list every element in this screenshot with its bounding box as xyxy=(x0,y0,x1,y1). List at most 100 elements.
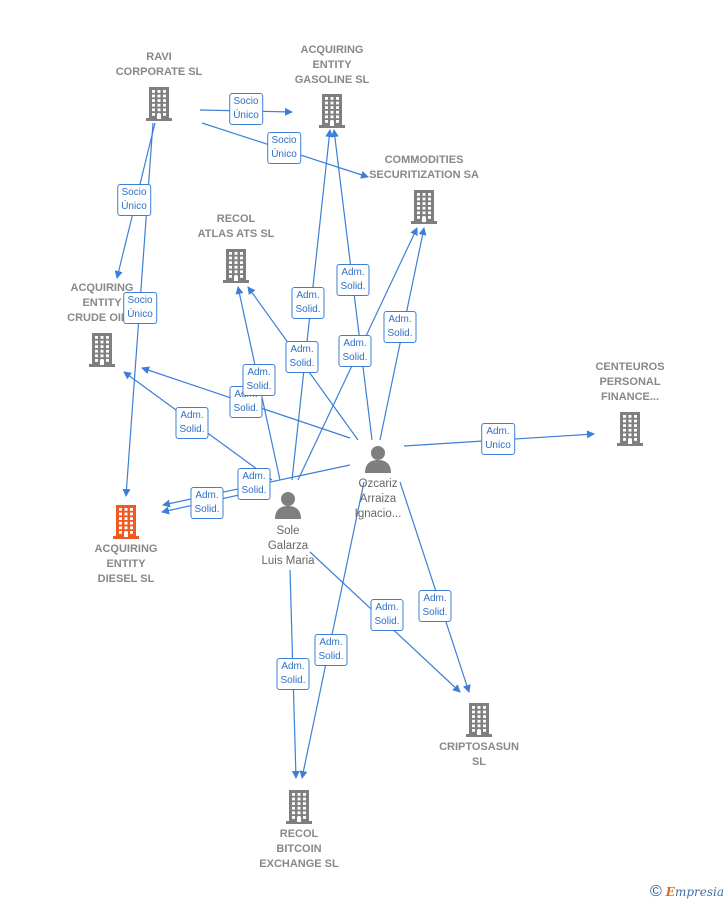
building-icon[interactable] xyxy=(317,92,347,133)
node-label-bitcoin[interactable]: RECOL BITCOIN EXCHANGE SL xyxy=(224,827,374,872)
edge-label-line: Solid. xyxy=(194,504,220,515)
edge-label-line: Adm. xyxy=(195,490,219,501)
brand-logo[interactable]: Empresia xyxy=(666,885,724,899)
edge-label-line: Solid. xyxy=(295,304,321,315)
edge-label-line: Adm. xyxy=(388,314,412,325)
edge-label-line: Solid. xyxy=(374,616,400,627)
edge-label-sole-to-commodities[interactable]: Adm.Solid. xyxy=(338,335,372,367)
edge-label-line: Único xyxy=(271,149,297,160)
edge-label-ozcariz-to-recol_atlas[interactable]: Adm.Solid. xyxy=(285,341,319,373)
copyright-symbol: © xyxy=(649,883,662,900)
building-icon[interactable] xyxy=(87,331,117,372)
building-icon[interactable] xyxy=(111,503,141,544)
node-label-line: ACQUIRING xyxy=(300,44,364,56)
building-icon[interactable] xyxy=(615,410,645,451)
node-label-line: Arraiza xyxy=(359,493,397,505)
edge-label-line: Adm. xyxy=(281,661,305,672)
person-icon[interactable] xyxy=(363,444,393,479)
footer: © Empresia xyxy=(650,883,724,901)
building-icon[interactable] xyxy=(284,788,314,829)
edge-label-line: Solid. xyxy=(422,607,448,618)
edge-label-line: Solid. xyxy=(179,424,205,435)
brand-initial: E xyxy=(665,885,675,899)
edge-label-sole-to-cripto[interactable]: Adm. Solid. xyxy=(370,599,404,631)
node-label-line: CENTEUROS xyxy=(595,361,665,373)
edge-label-sole-to-bitcoin[interactable]: Adm.Solid. xyxy=(276,658,310,690)
node-label-line: FINANCE... xyxy=(600,391,660,403)
node-label-line: CRIPTOSASUN xyxy=(439,741,519,753)
edge-label-line: Adm. xyxy=(341,267,365,278)
node-label-line: ATLAS ATS SL xyxy=(197,228,275,240)
edge-label-line: Solid. xyxy=(246,381,272,392)
building-icon[interactable] xyxy=(409,188,439,229)
edge-label-line: Adm. xyxy=(319,637,343,648)
edge-label-line: Socio xyxy=(233,96,259,107)
person-icon[interactable] xyxy=(273,490,303,525)
node-label-commodities[interactable]: COMMODITIES SECURITIZATION SA xyxy=(349,153,499,183)
edge-label-line: Socio xyxy=(121,187,147,198)
node-label-line: ENTITY xyxy=(106,558,146,570)
node-label-line: Galarza xyxy=(267,540,309,552)
edge-label-line: Único xyxy=(127,309,153,320)
edge-label-line: Adm. xyxy=(375,602,399,613)
node-label-line: ENTITY xyxy=(82,297,122,309)
edge-label-line: Solid. xyxy=(241,485,267,496)
edge-label-ozcariz-to-commodities[interactable]: Adm.Solid. xyxy=(383,311,417,343)
edge-label-line: Socio xyxy=(271,135,297,146)
node-label-line: ACQUIRING xyxy=(70,282,134,294)
edge-label-ozcariz-to-gasoline[interactable]: Adm.Solid. xyxy=(336,264,370,296)
node-label-line: SECURITIZATION SA xyxy=(369,169,479,181)
edge-label-line: Adm. xyxy=(290,344,314,355)
edge-label-line: Único xyxy=(121,201,147,212)
edge-label-ozcariz-to-cripto[interactable]: Adm. Solid. xyxy=(418,590,452,622)
node-label-line: RECOL xyxy=(279,828,319,840)
node-label-line: PERSONAL xyxy=(599,376,661,388)
edge-label-ozcariz-to-diesel[interactable]: Adm. Solid. xyxy=(190,487,224,519)
node-label-line: COMMODITIES xyxy=(384,154,464,166)
edge-label-line: Unico xyxy=(485,440,511,451)
edge-label-line: Único xyxy=(233,110,259,121)
node-label-line: ENTITY xyxy=(312,59,352,71)
edge-ozcariz-to-bitcoin xyxy=(299,481,365,779)
edge-label-ozcariz-to-bitcoin[interactable]: Adm. Solid. xyxy=(314,634,348,666)
edge-label-line: Adm. xyxy=(486,426,510,437)
building-icon[interactable] xyxy=(144,85,174,126)
node-label-line: SL xyxy=(471,756,487,768)
edge-label-line: Adm. xyxy=(180,410,204,421)
node-label-diesel[interactable]: ACQUIRING ENTITY DIESEL SL xyxy=(51,542,201,587)
node-label-line: Ignacio... xyxy=(354,508,402,520)
brand-name: mpresia xyxy=(674,885,724,899)
node-label-line: Ozcariz xyxy=(358,478,398,490)
edge-label-line: Adm. xyxy=(343,338,367,349)
edge-label-line: Adm. xyxy=(423,593,447,604)
node-label-line: EXCHANGE SL xyxy=(259,858,339,870)
edge-label-sole-to-crude[interactable]: Adm. Solid. xyxy=(175,407,209,439)
node-label-line: Sole xyxy=(276,525,300,537)
edge-label-sole-to-gasoline[interactable]: Adm. Solid. xyxy=(291,287,325,319)
node-label-centeuros[interactable]: CENTEUROS PERSONAL FINANCE... xyxy=(555,360,705,405)
edge-label-sole-to-diesel[interactable]: Adm.Solid. xyxy=(237,468,271,500)
node-label-line: ACQUIRING xyxy=(94,543,158,555)
node-label-line: BITCOIN xyxy=(276,843,322,855)
edge-label-ozcariz-to-centeuros[interactable]: Adm. Unico xyxy=(481,423,515,455)
node-label-line: CORPORATE SL xyxy=(115,66,203,78)
edge-label-line: Socio xyxy=(127,295,153,306)
building-icon[interactable] xyxy=(464,701,494,742)
edge-label-sole-to-recol_atlas[interactable]: Adm.Solid. xyxy=(242,364,276,396)
edge-label-line: Adm. xyxy=(296,290,320,301)
edge-label-line: Solid. xyxy=(233,403,259,414)
building-icon[interactable] xyxy=(221,247,251,288)
edge-label-line: Solid. xyxy=(318,651,344,662)
node-label-line: DIESEL SL xyxy=(97,573,155,585)
node-label-cripto[interactable]: CRIPTOSASUN SL xyxy=(404,740,554,770)
